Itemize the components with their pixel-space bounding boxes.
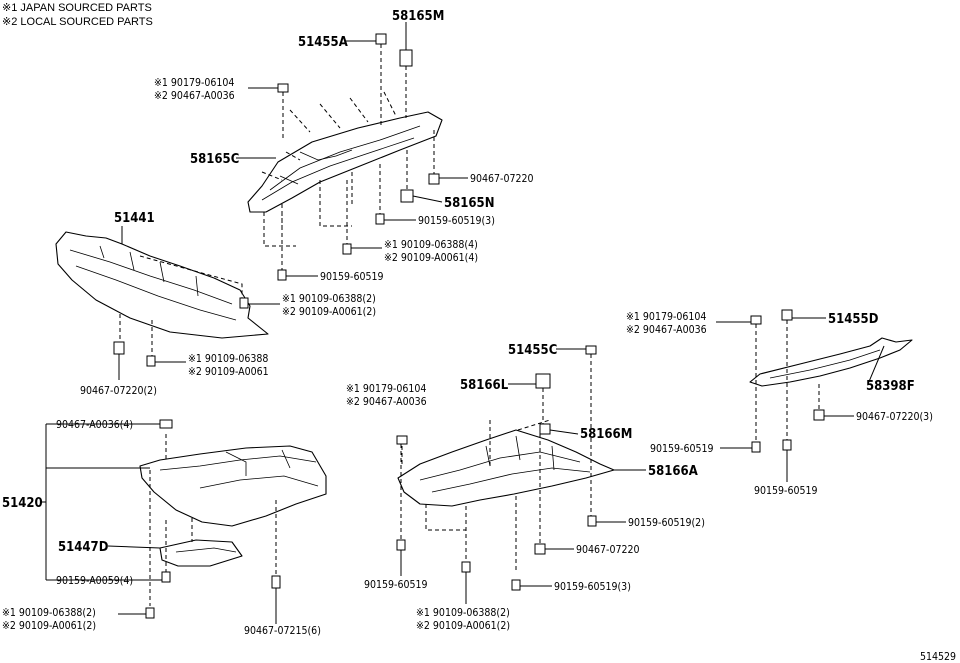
note-japan-sourced: ※1 JAPAN SOURCED PARTS bbox=[2, 2, 152, 14]
label-90467-a0036-4: 90467-A0036(4) bbox=[56, 419, 133, 431]
label-90467-07220-2: 90467-07220(2) bbox=[80, 385, 157, 397]
label-90109-a0061-4: ※2 90109-A0061(4) bbox=[384, 252, 478, 264]
label-90179-06104-a: ※1 90179-06104 bbox=[154, 77, 234, 89]
part-58398f-shape bbox=[749, 337, 913, 387]
label-58398f: 58398F bbox=[866, 379, 915, 394]
bolt-90159-right-a-icon bbox=[751, 441, 761, 453]
part-51420-shape bbox=[139, 445, 327, 527]
label-90467-a0036-a: ※2 90467-A0036 bbox=[154, 90, 235, 102]
label-58166l: 58166L bbox=[460, 378, 509, 393]
label-58165m: 58165M bbox=[392, 9, 444, 24]
clip-51455a-icon bbox=[375, 33, 387, 45]
label-90109-a0061-2a: ※2 90109-A0061(2) bbox=[282, 306, 376, 318]
clip-51455d-icon bbox=[781, 309, 793, 321]
label-90179-06104-c: ※1 90179-06104 bbox=[346, 383, 426, 395]
label-51447d: 51447D bbox=[58, 540, 109, 555]
label-51455d: 51455D bbox=[828, 312, 879, 327]
bolt-90159-3-icon bbox=[375, 213, 385, 225]
bolt-90467-07215-6-icon bbox=[271, 575, 281, 589]
label-90159-60519-3a: 90159-60519(3) bbox=[418, 215, 495, 227]
label-90467-a0036-b: ※2 90467-A0036 bbox=[626, 324, 707, 336]
nut-90179-right-icon bbox=[750, 315, 762, 325]
label-51441: 51441 bbox=[114, 211, 155, 226]
nut-90467-07220-top-icon bbox=[428, 173, 440, 185]
label-90159-a0059-4: 90159-A0059(4) bbox=[56, 575, 133, 587]
label-90109-06388: ※1 90109-06388 bbox=[188, 353, 268, 365]
nut-90179-top-icon bbox=[277, 83, 289, 93]
part-51447d-shape bbox=[159, 539, 243, 567]
bolt-90109-2c-icon bbox=[145, 607, 155, 619]
label-90467-07220-b: 90467-07220 bbox=[576, 544, 640, 556]
label-58166a: 58166A bbox=[648, 464, 698, 479]
nut-90467-a0036-4-icon bbox=[159, 419, 173, 429]
grommet-58166l-icon bbox=[535, 373, 551, 389]
label-90159-60519-b: 90159-60519 bbox=[650, 443, 714, 455]
bolt-90159-top-icon bbox=[277, 269, 287, 281]
label-90467-07215-6: 90467-07215(6) bbox=[244, 625, 321, 637]
label-90159-60519-a: 90159-60519 bbox=[320, 271, 384, 283]
label-90159-60519-3b: 90159-60519(3) bbox=[554, 581, 631, 593]
nut-90179-mid-icon bbox=[396, 435, 408, 445]
label-58166m: 58166M bbox=[580, 427, 632, 442]
label-51420: 51420 bbox=[2, 496, 43, 511]
label-90179-06104-b: ※1 90179-06104 bbox=[626, 311, 706, 323]
grommet-58165m-icon bbox=[399, 49, 413, 67]
label-90159-60519-c: 90159-60519 bbox=[754, 485, 818, 497]
bolt-90159-right-b-icon bbox=[782, 439, 792, 451]
part-58165c-shape bbox=[247, 111, 443, 213]
figure-code: 514529 bbox=[920, 651, 956, 663]
clip-51455c-icon bbox=[585, 345, 597, 355]
label-90467-07220-3: 90467-07220(3) bbox=[856, 411, 933, 423]
bolt-90159-2-icon bbox=[587, 515, 597, 527]
label-90159-60519-d: 90159-60519 bbox=[364, 579, 428, 591]
label-90109-a0061-2c: ※2 90109-A0061(2) bbox=[2, 620, 96, 632]
bolt-90109-2a-icon bbox=[239, 297, 249, 309]
label-58165c: 58165C bbox=[190, 152, 239, 167]
label-51455a: 51455A bbox=[298, 35, 348, 50]
grommet-58165n-icon bbox=[400, 189, 414, 203]
note-local-sourced: ※2 LOCAL SOURCED PARTS bbox=[2, 16, 153, 28]
nut-90467-07220-mid-icon bbox=[534, 543, 546, 555]
bolt-90159-mid-icon bbox=[396, 539, 406, 551]
label-90467-a0036-c: ※2 90467-A0036 bbox=[346, 396, 427, 408]
bolt-90159-3b-icon bbox=[511, 579, 521, 591]
nut-90467-2-icon bbox=[113, 341, 125, 355]
nut-90467-3-icon bbox=[813, 409, 825, 421]
label-51455c: 51455C bbox=[508, 343, 557, 358]
label-90109-06388-2a: ※1 90109-06388(2) bbox=[282, 293, 376, 305]
part-51441-shape bbox=[55, 231, 269, 339]
grommet-58166m-icon bbox=[539, 423, 551, 435]
label-90467-07220-a: 90467-07220 bbox=[470, 173, 534, 185]
bolt-90109-2b-icon bbox=[461, 561, 471, 573]
label-90109-06388-2b: ※1 90109-06388(2) bbox=[416, 607, 510, 619]
bolt-90109-single-icon bbox=[146, 355, 156, 367]
label-90109-a0061: ※2 90109-A0061 bbox=[188, 366, 269, 378]
label-90109-06388-4: ※1 90109-06388(4) bbox=[384, 239, 478, 251]
label-90109-06388-2c: ※1 90109-06388(2) bbox=[2, 607, 96, 619]
label-90109-a0061-2b: ※2 90109-A0061(2) bbox=[416, 620, 510, 632]
bolt-90159-a0059-4-icon bbox=[161, 571, 171, 583]
label-90159-60519-2: 90159-60519(2) bbox=[628, 517, 705, 529]
bolt-90109-4-icon bbox=[342, 243, 352, 255]
label-58165n: 58165N bbox=[444, 196, 494, 211]
part-58166a-shape bbox=[397, 429, 615, 507]
